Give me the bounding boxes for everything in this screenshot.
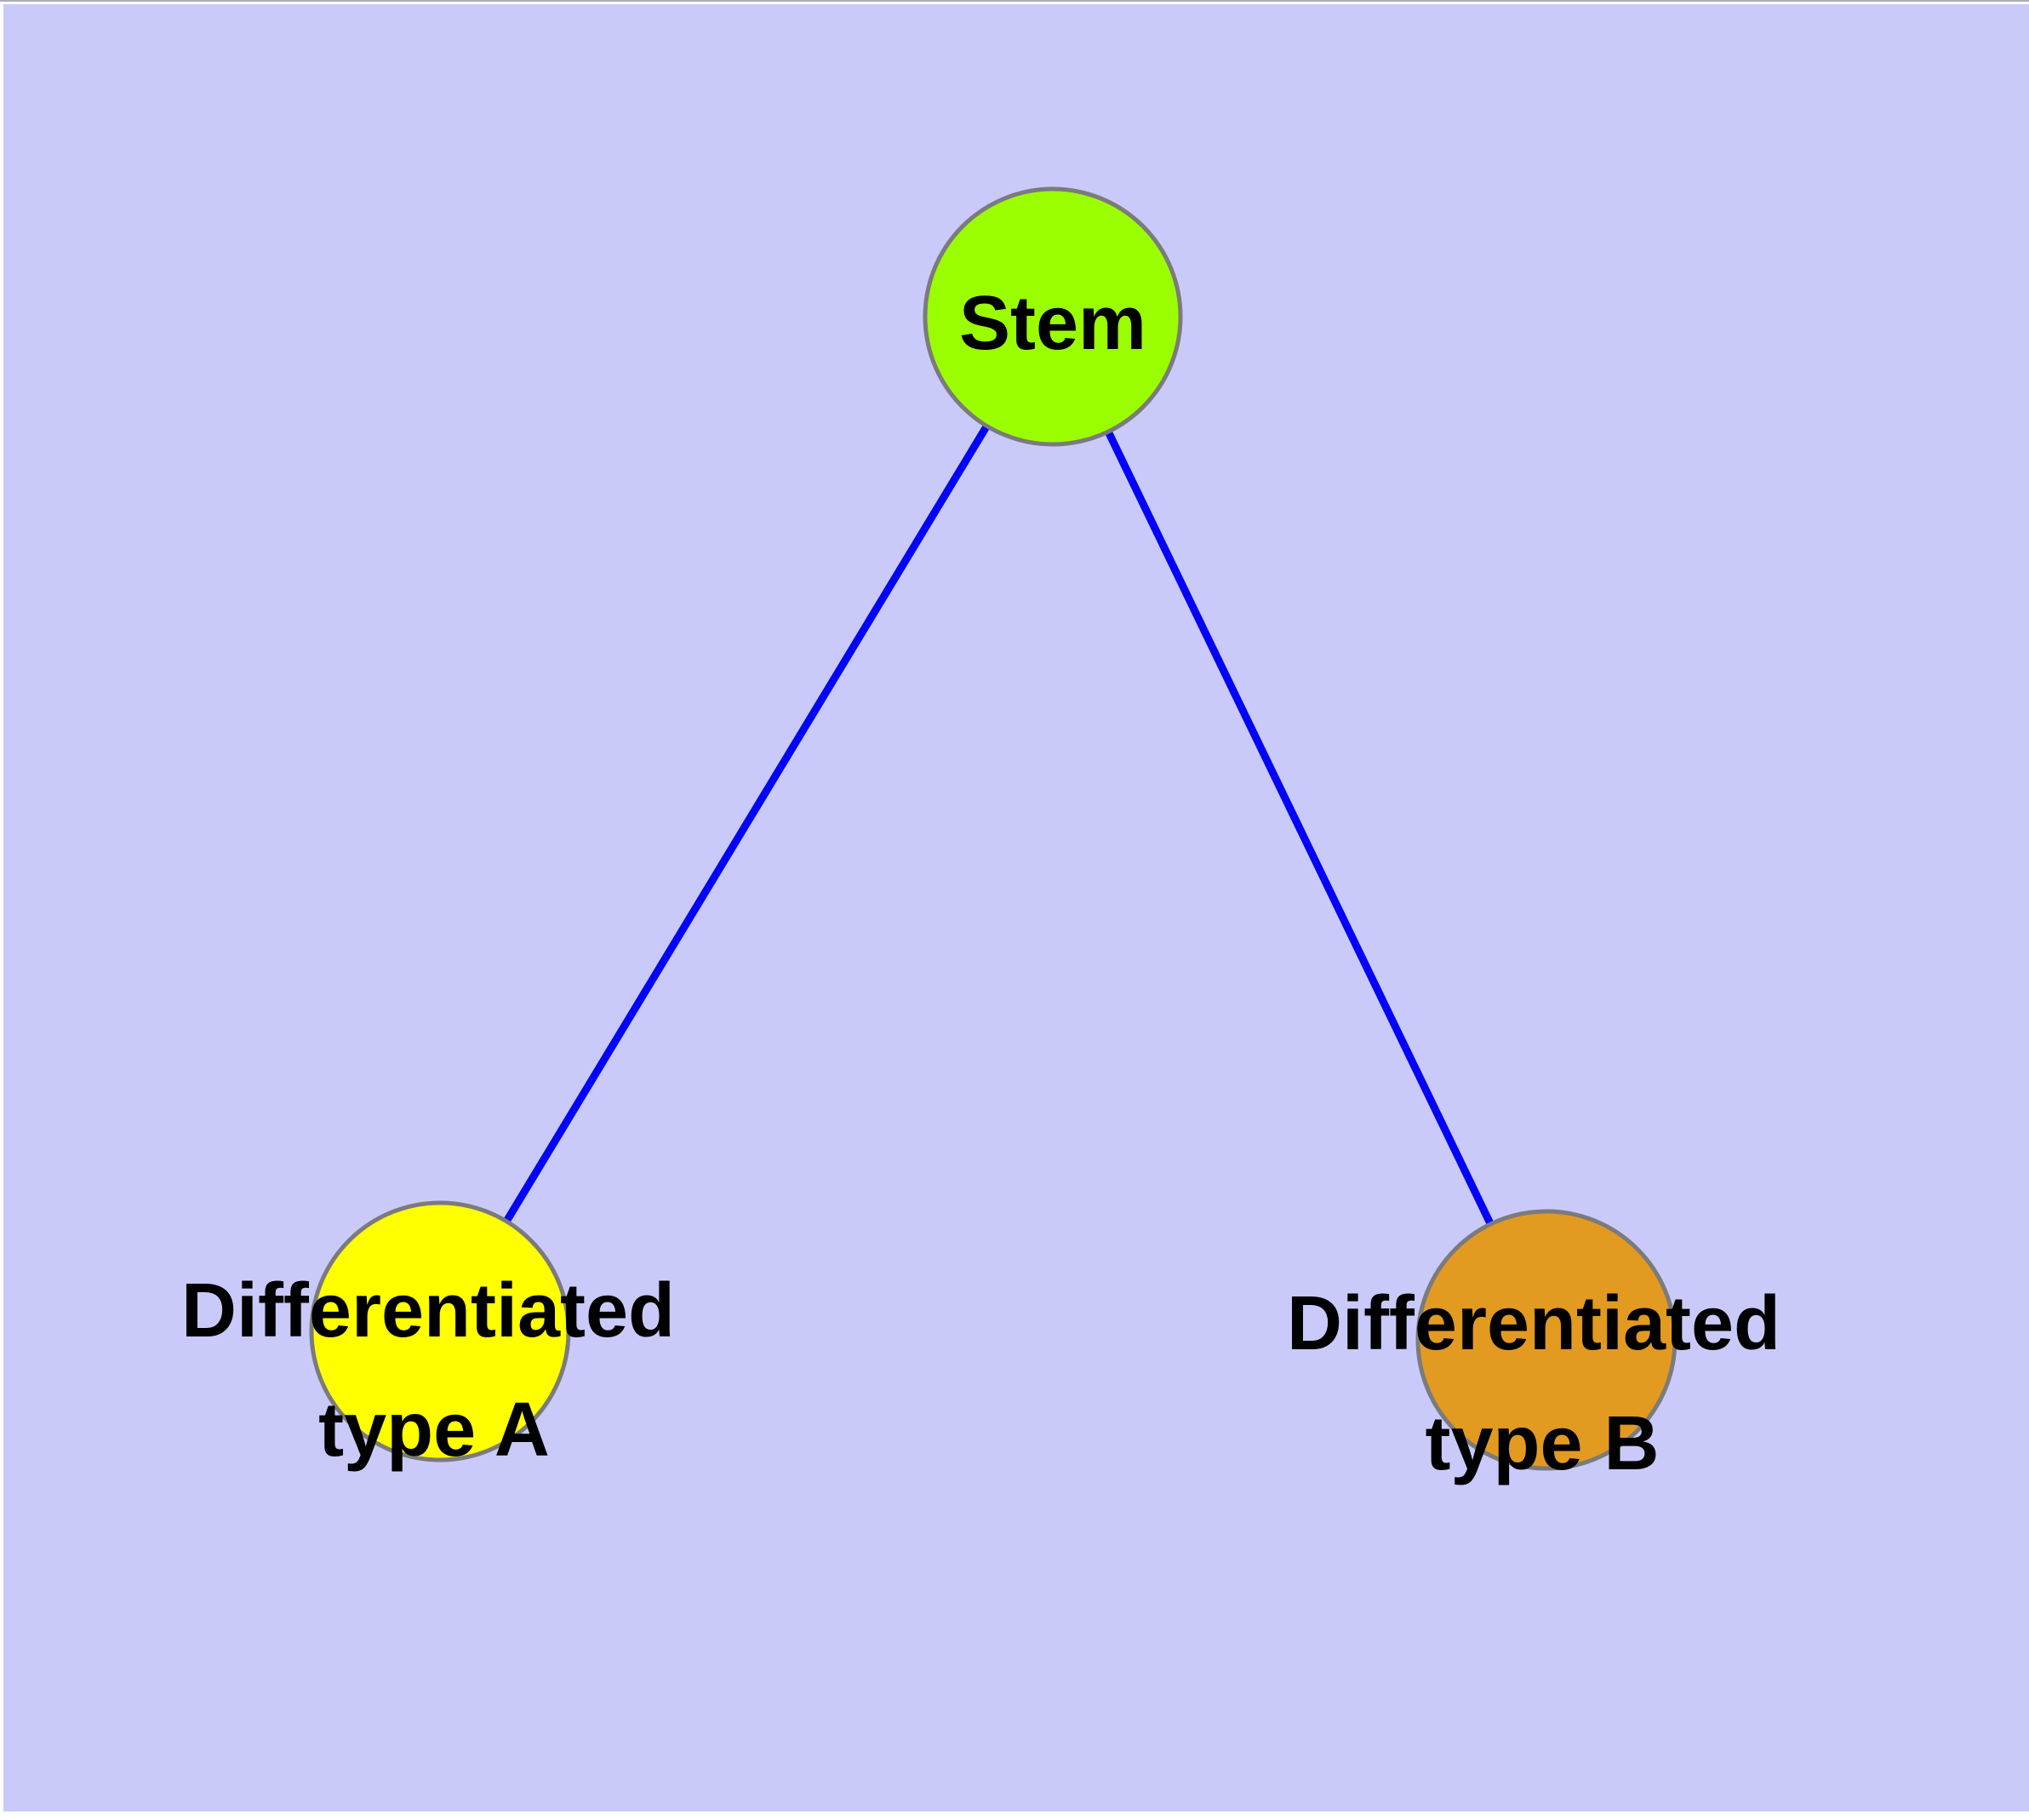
node-type-a-label-line2: type A <box>318 1388 550 1473</box>
edge-stem-to-type-a <box>437 314 1056 1334</box>
node-type-b-label-line2: type B <box>1425 1401 1659 1486</box>
node-type-b-circle <box>1415 1209 1677 1471</box>
node-type-a-circle <box>309 1200 571 1462</box>
node-stem-label: Stem <box>959 281 1146 366</box>
edge-stem-to-type-b <box>1049 315 1551 1342</box>
node-type-a-label-line1: Differentiated <box>181 1268 675 1354</box>
node-type-b-label-line1: Differentiated <box>1287 1281 1780 1366</box>
node-stem-circle <box>923 186 1183 447</box>
window-top-hairline <box>0 0 2029 2</box>
